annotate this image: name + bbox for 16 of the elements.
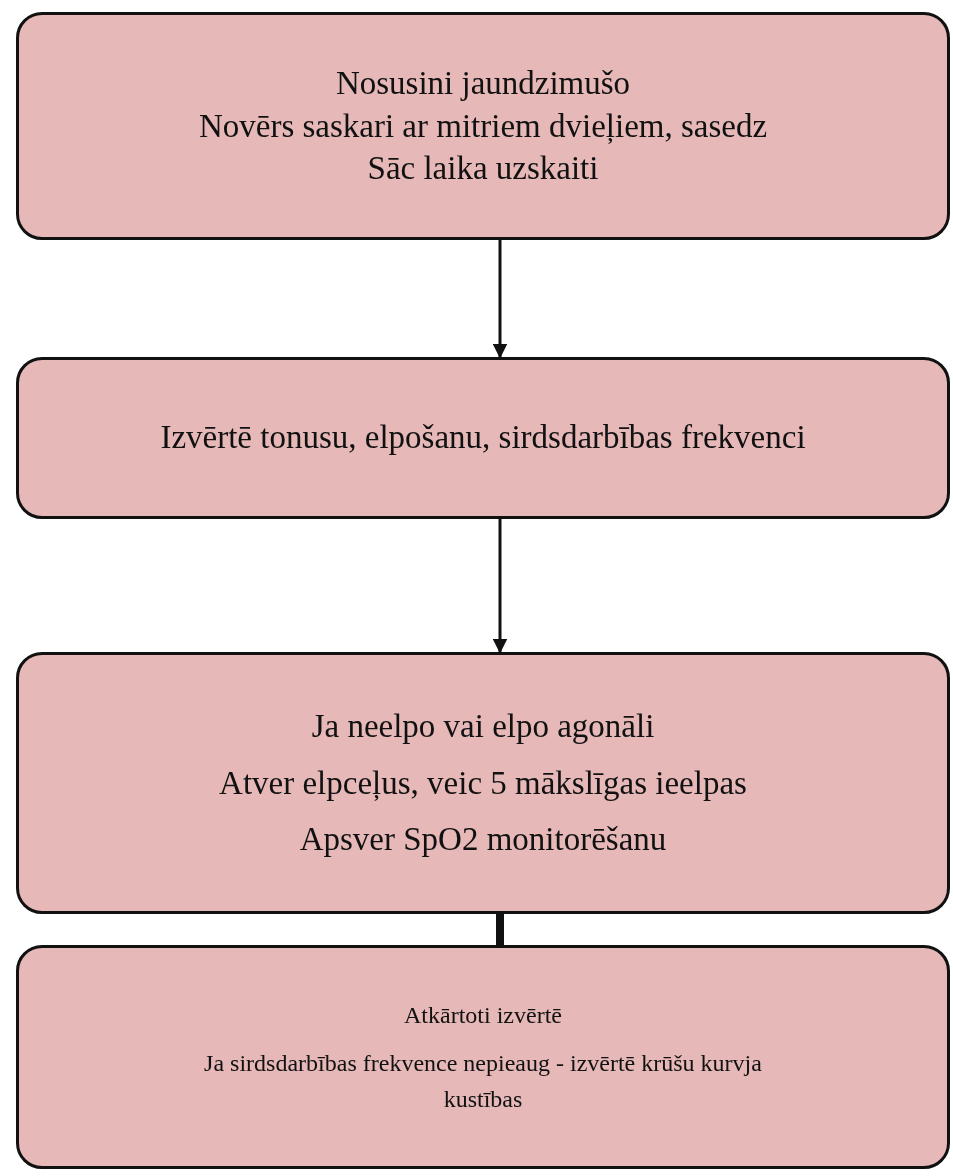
step-text: Izvērtē tonusu, elpošanu, sirdsdarbības frekvenci — [160, 418, 806, 458]
arrow — [492, 240, 508, 359]
step-text: Ja neelpo vai elpo agonāli — [311, 706, 655, 746]
process-box — [16, 357, 950, 519]
arrow — [492, 519, 508, 654]
process-box — [16, 652, 950, 914]
step-text: Apsver SpO2 monitorēšanu — [299, 820, 667, 860]
process-box — [16, 12, 950, 240]
connector-line — [496, 914, 504, 945]
step-text: Novērs saskari ar mitriem dvieļiem, sasedz — [198, 106, 768, 146]
step-text: Atkārtoti izvērtē — [404, 1001, 562, 1030]
process-box — [16, 945, 950, 1169]
step-text: Ja sirdsdarbības frekvence nepieaug - izvērtē krūšu kurvja kustības — [203, 1049, 763, 1114]
step-text: Nosusini jaundzimušo — [335, 63, 631, 103]
step-text: Atver elpceļus, veic 5 mākslīgas ieelpas — [219, 763, 747, 803]
step-text: Sāc laika uzskaiti — [367, 149, 599, 189]
